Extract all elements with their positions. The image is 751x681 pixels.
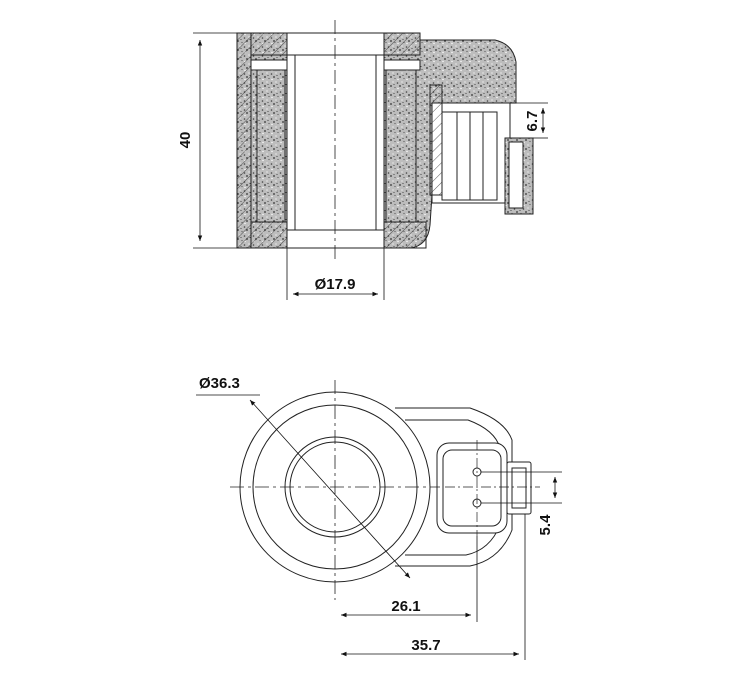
dim-center-tip-label: 35.7 [411,637,440,654]
section-dimensions [193,32,548,300]
winding-left [256,69,286,223]
plan-view [230,380,540,600]
dim-pin-spacing-label: 5.4 [537,514,554,536]
plan-dimensions [196,394,562,660]
dim-offset-label: 6.7 [524,111,541,132]
bore [286,32,385,249]
winding-right [385,69,417,223]
dim-bore-label: Ø17.9 [315,276,356,293]
section-view [236,20,534,262]
left-wall [236,32,252,249]
connector-face [436,442,508,534]
dim-center-connector-label: 26.1 [391,598,420,615]
dim-outer-diameter-label: Ø36.3 [199,375,240,392]
connector-tab [506,461,532,515]
dim-height-label: 40 [177,132,194,149]
